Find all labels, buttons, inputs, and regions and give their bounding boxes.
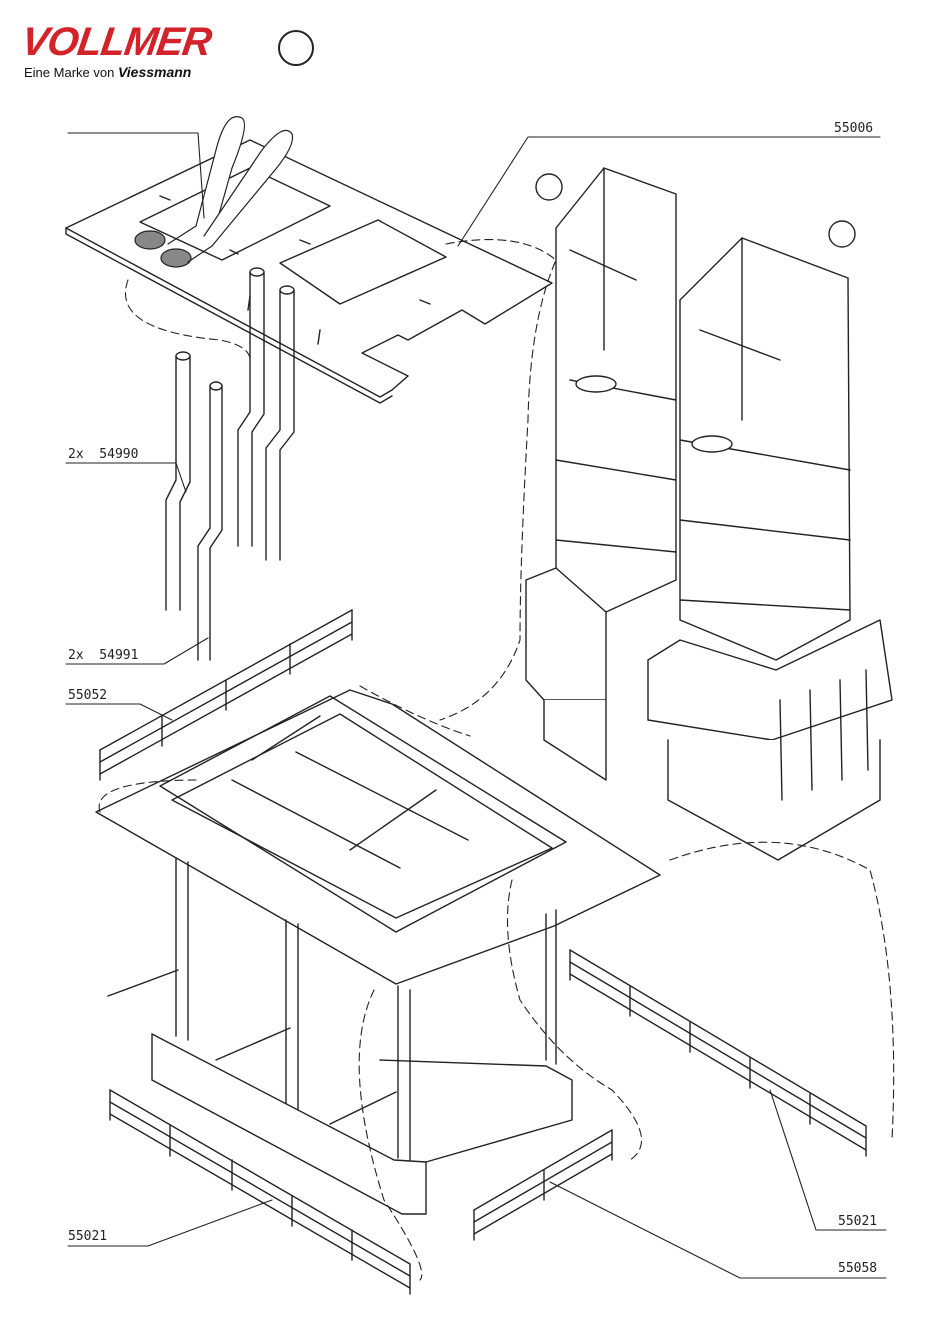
tower-callout-left bbox=[536, 174, 562, 200]
label-platform: 55052 bbox=[68, 688, 107, 703]
label-pipes-lower: 2x 54991 bbox=[68, 648, 138, 663]
label-railing-left: 55021 bbox=[68, 1229, 107, 1244]
label-railing-right: 55021 bbox=[838, 1214, 877, 1229]
label-tower: 55006 bbox=[834, 121, 873, 136]
label-pipes-upper: 2x 54990 bbox=[68, 447, 138, 462]
railing-right bbox=[570, 950, 866, 1156]
railing-bottom-small bbox=[474, 1130, 612, 1240]
tower-right bbox=[648, 238, 892, 860]
top-plate bbox=[66, 140, 552, 403]
tower-callout-right bbox=[829, 221, 855, 247]
label-railing-small: 55058 bbox=[838, 1261, 877, 1276]
